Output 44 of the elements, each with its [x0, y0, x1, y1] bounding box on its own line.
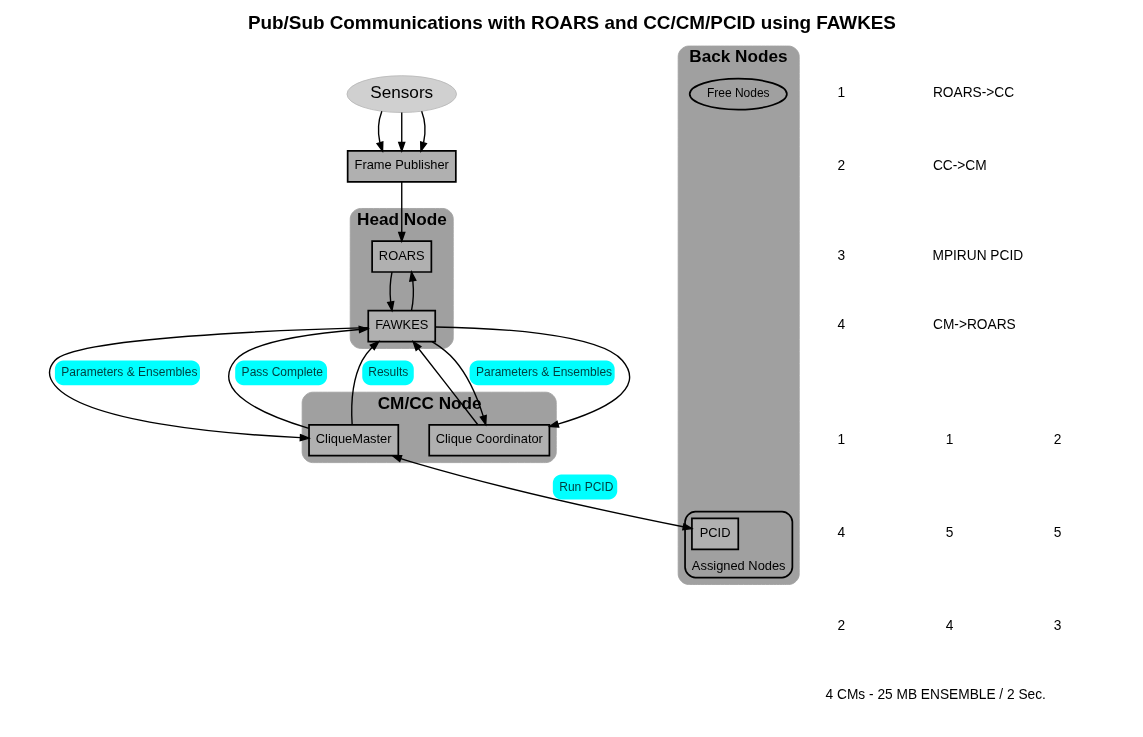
arrow [390, 454, 694, 531]
arrow [350, 340, 380, 426]
node-box: Clique Coordinator [427, 423, 550, 457]
node-box: ROARS [370, 240, 432, 273]
node-box: FAWKES [366, 309, 436, 343]
edge-label: Parameters & Ensembles [475, 365, 612, 380]
label: 2 [1053, 431, 1061, 447]
edge-label: Results [367, 365, 408, 380]
diagram-title: Pub/Sub Communications with ROARS and CC/CM/PCID using FAWKES [247, 12, 896, 34]
label: 1 [945, 431, 953, 447]
node-ellipse: Sensors [346, 75, 457, 113]
arrow [411, 340, 479, 426]
arrow [408, 270, 417, 312]
label: 1 [836, 85, 845, 101]
edge-label: Run PCID [558, 479, 613, 494]
label: 4 [836, 525, 845, 541]
label: 1 [836, 431, 845, 447]
legend-label: ROARS->CC [932, 85, 1014, 101]
label: 3 [836, 247, 845, 263]
legend-label: MPIRUN PCID [931, 247, 1023, 263]
label: 4 [945, 617, 953, 633]
arrow [434, 326, 630, 428]
node-box: CliqueMaster [307, 423, 399, 457]
edge-label: Parameters & Ensembles [60, 365, 197, 380]
arrow [397, 181, 406, 244]
label: 2 [836, 617, 845, 633]
label: 4 [836, 317, 845, 333]
legend-label: CC->CM [932, 157, 987, 173]
label: 5 [1053, 525, 1061, 541]
arrow [227, 325, 370, 429]
label: 5 [945, 525, 953, 541]
node-box: PCID [690, 517, 739, 551]
arrow [419, 110, 428, 153]
edge-label: Pass Complete [241, 365, 323, 380]
label: 2 [836, 157, 845, 173]
label: 3 [1053, 617, 1061, 633]
arrow [48, 327, 369, 442]
node-ellipse: Free Nodes [688, 77, 788, 111]
arrow [386, 271, 394, 313]
node-box: Frame Publisher [346, 150, 457, 183]
legend-label: CM->ROARS [932, 317, 1016, 333]
label: 4 CMs - 25 MB ENSEMBLE / 2 Sec. [825, 687, 1046, 703]
arrow [375, 110, 383, 153]
arrow [397, 111, 406, 153]
